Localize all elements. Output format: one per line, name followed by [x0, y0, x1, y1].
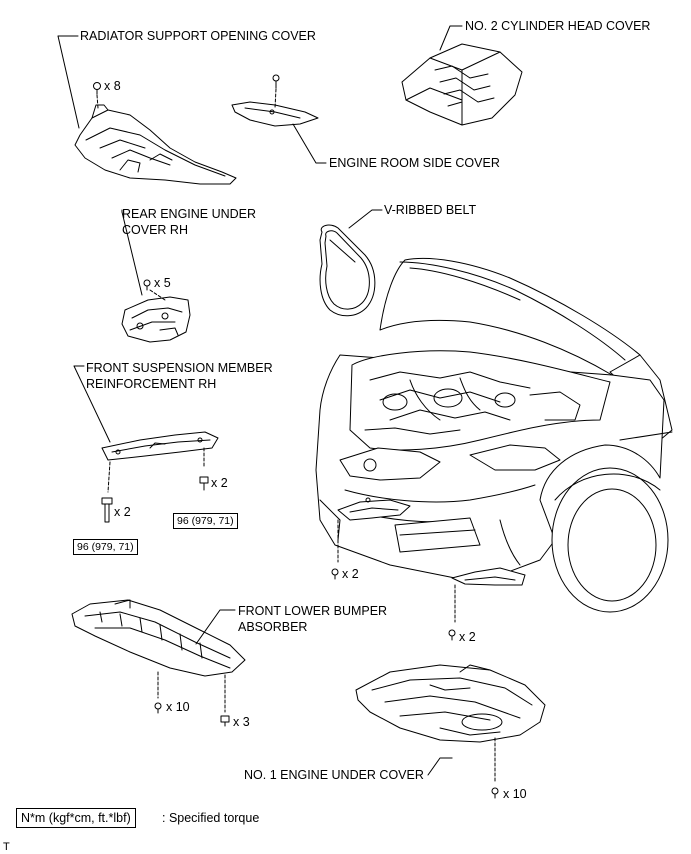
under-cover-clip-icon [491, 787, 499, 799]
car-clip-left-icon [331, 568, 339, 580]
count-car-clips-right: x 2 [459, 630, 476, 644]
count-absorber-clips: x 10 [166, 700, 190, 714]
radiator-clip-icon [93, 82, 101, 95]
label-front-suspension-member-line2: REINFORCEMENT RH [86, 377, 217, 391]
torque-box-suspension-left: 96 (979, 71) [73, 539, 138, 555]
vehicle-front-part [315, 257, 673, 613]
absorber-screw-icon [220, 715, 230, 727]
label-no2-cylinder-head-cover: NO. 2 CYLINDER HEAD COVER [465, 19, 651, 33]
count-car-clips-left: x 2 [342, 567, 359, 581]
legend-torque-unit-box: N*m (kgf*cm, ft.*lbf) [16, 808, 136, 828]
count-suspension-bolts-left: x 2 [114, 505, 131, 519]
cylinder-head-cover-part [401, 43, 523, 126]
car-suspension-bracket-part [337, 497, 411, 521]
torque-box-suspension-right: 96 (979, 71) [173, 513, 238, 529]
label-v-ribbed-belt: V-RIBBED BELT [384, 203, 477, 217]
count-radiator-clips: x 8 [104, 79, 121, 93]
label-front-lower-bumper-absorber-line2: ABSORBER [238, 620, 308, 634]
legend-description: : Specified torque [162, 811, 260, 825]
label-rear-engine-under-cover-line2: COVER RH [122, 223, 188, 237]
count-rear-cover-clips: x 5 [154, 276, 171, 290]
radiator-support-opening-cover-part [74, 104, 237, 185]
label-radiator-support-opening-cover: RADIATOR SUPPORT OPENING COVER [80, 29, 316, 43]
label-front-lower-bumper-absorber-line1: FRONT LOWER BUMPER [238, 604, 388, 618]
engine-room-side-cover-part [231, 101, 319, 127]
front-lower-bumper-absorber-part [71, 599, 246, 677]
v-ribbed-belt-part [319, 224, 376, 317]
no1-engine-under-cover-part [355, 664, 546, 743]
suspension-bolt-left-icon [101, 497, 113, 523]
car-bracket-right-part [451, 567, 526, 586]
corner-mark: T [3, 841, 10, 853]
car-clip-right-icon [448, 629, 456, 641]
label-front-suspension-member-line1: FRONT SUSPENSION MEMBER [86, 361, 273, 375]
suspension-bolt-right-icon [199, 476, 209, 491]
label-rear-engine-under-cover-line1: REAR ENGINE UNDER [122, 207, 257, 221]
rear-cover-clip-icon [143, 279, 151, 291]
count-under-cover-clips: x 10 [503, 787, 527, 801]
count-absorber-screws: x 3 [233, 715, 250, 729]
front-suspension-member-reinforcement-part [101, 431, 219, 461]
absorber-clip-icon [154, 702, 162, 714]
rear-engine-under-cover-part [121, 296, 191, 343]
count-suspension-bolts-right: x 2 [211, 476, 228, 490]
engine-room-clip-icon [272, 74, 280, 89]
label-no1-engine-under-cover: NO. 1 ENGINE UNDER COVER [244, 768, 424, 782]
label-engine-room-side-cover: ENGINE ROOM SIDE COVER [329, 156, 500, 170]
